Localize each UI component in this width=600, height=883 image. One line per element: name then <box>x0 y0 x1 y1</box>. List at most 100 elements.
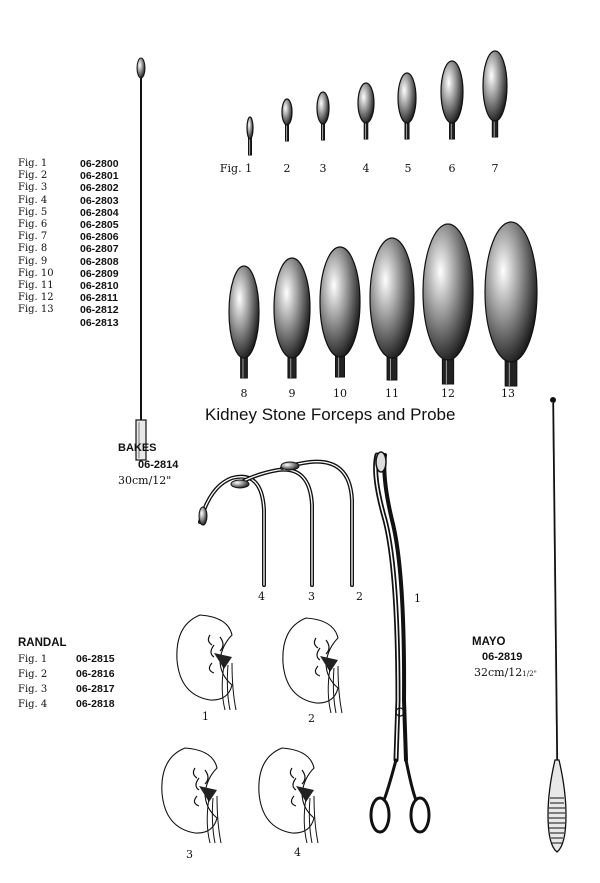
bottom-label-0: 8 <box>240 387 248 400</box>
randal-code: 06-2817 <box>76 683 115 695</box>
kidney-diagram-1 <box>176 614 237 711</box>
probe-tip-4 <box>357 82 375 140</box>
figure-code: 06-2805 <box>80 219 119 232</box>
mayo-code: 06-2819 <box>482 651 523 663</box>
randal-forceps <box>369 451 431 834</box>
top-label-3: 4 <box>362 162 370 175</box>
probe-tip-13 <box>484 221 538 387</box>
forceps-label-4: 4 <box>258 590 265 603</box>
figure-label: Fig. 13 <box>18 304 54 316</box>
figure-label: Fig. 5 <box>18 206 48 218</box>
kidney-diagram-3 <box>161 747 222 844</box>
figure-code: 06-2807 <box>80 243 119 256</box>
figure-code: 06-2812 <box>80 304 119 317</box>
kidney-label-2: 2 <box>308 712 315 725</box>
randal-label: Fig. 2 <box>18 669 48 680</box>
figure-code: 06-2809 <box>80 267 119 280</box>
randal-name: RANDAL <box>18 637 67 649</box>
mayo-size-main: 32cm/12 <box>474 666 523 679</box>
bakes-name: BAKES <box>118 442 157 454</box>
kidney-label-1: 1 <box>202 710 209 723</box>
figure-label: Fig. 1 <box>18 158 48 169</box>
probe-tip-8 <box>228 265 260 379</box>
probe-tip-12 <box>422 223 474 385</box>
mayo-size-fraction: 1/2" <box>522 670 537 678</box>
figure-code: 06-2802 <box>80 182 119 195</box>
top-label-4: 5 <box>404 162 412 175</box>
mayo-size: 32cm/121/2" <box>474 666 537 679</box>
randal-row: Fig. 4 06-2818 <box>18 697 115 712</box>
probe-tip-5 <box>397 72 417 140</box>
top-label-6: 7 <box>491 162 499 175</box>
probe-tip-1 <box>246 116 254 156</box>
figure-code: 06-2813 <box>80 316 119 329</box>
figure-row: Fig. 11 06-2810 <box>18 280 119 292</box>
figure-row: Fig. 8 06-2807 <box>18 243 119 255</box>
bottom-label-1: 9 <box>288 387 296 400</box>
probe-tip-9 <box>273 257 311 379</box>
figure-row: Fig. 3 06-2802 <box>18 182 119 194</box>
figure-row: Fig. 5 06-2804 <box>18 207 119 219</box>
long-probe <box>135 57 147 461</box>
figure-row: Fig. 10 06-2809 <box>18 268 119 280</box>
figure-label: Fig. 4 <box>18 194 48 206</box>
figure-row: Fig. 6 06-2805 <box>18 219 119 231</box>
figure-label <box>18 317 80 329</box>
figure-label: Fig. 8 <box>18 243 48 255</box>
top-label-2: 3 <box>319 162 327 175</box>
bakes-size: 30cm/12" <box>118 474 172 487</box>
figure-code: 06-2811 <box>80 292 118 305</box>
forceps-label-3: 3 <box>308 590 315 603</box>
bottom-label-5: 13 <box>501 387 515 400</box>
randal-label: Fig. 1 <box>18 654 48 665</box>
kidney-label-4: 4 <box>294 846 301 859</box>
kidney-label-3: 3 <box>186 848 193 861</box>
figure-row: Fig. 13 06-2812 <box>18 304 119 316</box>
figure-label: Fig. 3 <box>18 182 48 194</box>
figure-row: 06-2813 <box>18 317 119 329</box>
figure-code: 06-2808 <box>80 255 119 268</box>
figure-label: Fig. 7 <box>18 231 48 243</box>
randal-label: Fig. 4 <box>18 699 48 710</box>
mayo-probe <box>547 397 567 853</box>
figure-code: 06-2803 <box>80 194 119 207</box>
figure-row: Fig. 4 06-2803 <box>18 195 119 207</box>
probe-tip-11 <box>369 237 415 381</box>
figure-code: 06-2801 <box>80 170 119 183</box>
probe-tip-2 <box>281 98 293 142</box>
randal-code: 06-2815 <box>76 653 115 665</box>
figure-code: 06-2806 <box>80 231 119 244</box>
bakes-dilator-4 <box>198 474 266 587</box>
page-title: Kidney Stone Forceps and Probe <box>205 405 456 424</box>
top-label-0: Fig. 1 <box>219 162 253 175</box>
figure-label: Fig. 10 <box>18 267 54 279</box>
figure-code: 06-2804 <box>80 206 119 219</box>
forceps-label-1: 1 <box>414 592 421 605</box>
figure-row: Fig. 7 06-2806 <box>18 231 119 243</box>
probe-tips-bottom-row <box>228 221 538 387</box>
figure-row: Fig. 1 06-2800 <box>18 158 119 170</box>
figure-code: 06-2810 <box>80 280 119 293</box>
figure-label: Fig. 6 <box>18 219 48 231</box>
bottom-label-4: 12 <box>441 387 455 400</box>
randal-code: 06-2818 <box>76 698 115 710</box>
bottom-label-3: 11 <box>385 387 399 400</box>
forceps-label-2: 2 <box>356 590 363 603</box>
kidney-diagrams <box>161 614 343 844</box>
mayo-name: MAYO <box>472 636 506 648</box>
figure-code: 06-2800 <box>80 158 119 170</box>
figure-label: Fig. 11 <box>18 280 54 292</box>
bakes-dilator-3 <box>234 467 314 587</box>
bakes-code: 06-2814 <box>138 459 179 471</box>
kidney-diagram-4 <box>258 747 319 844</box>
probe-tip-7 <box>482 50 508 138</box>
randal-row: Fig. 1 06-2815 <box>18 652 115 667</box>
top-label-1: 2 <box>283 162 291 175</box>
probe-tip-10 <box>319 246 361 378</box>
